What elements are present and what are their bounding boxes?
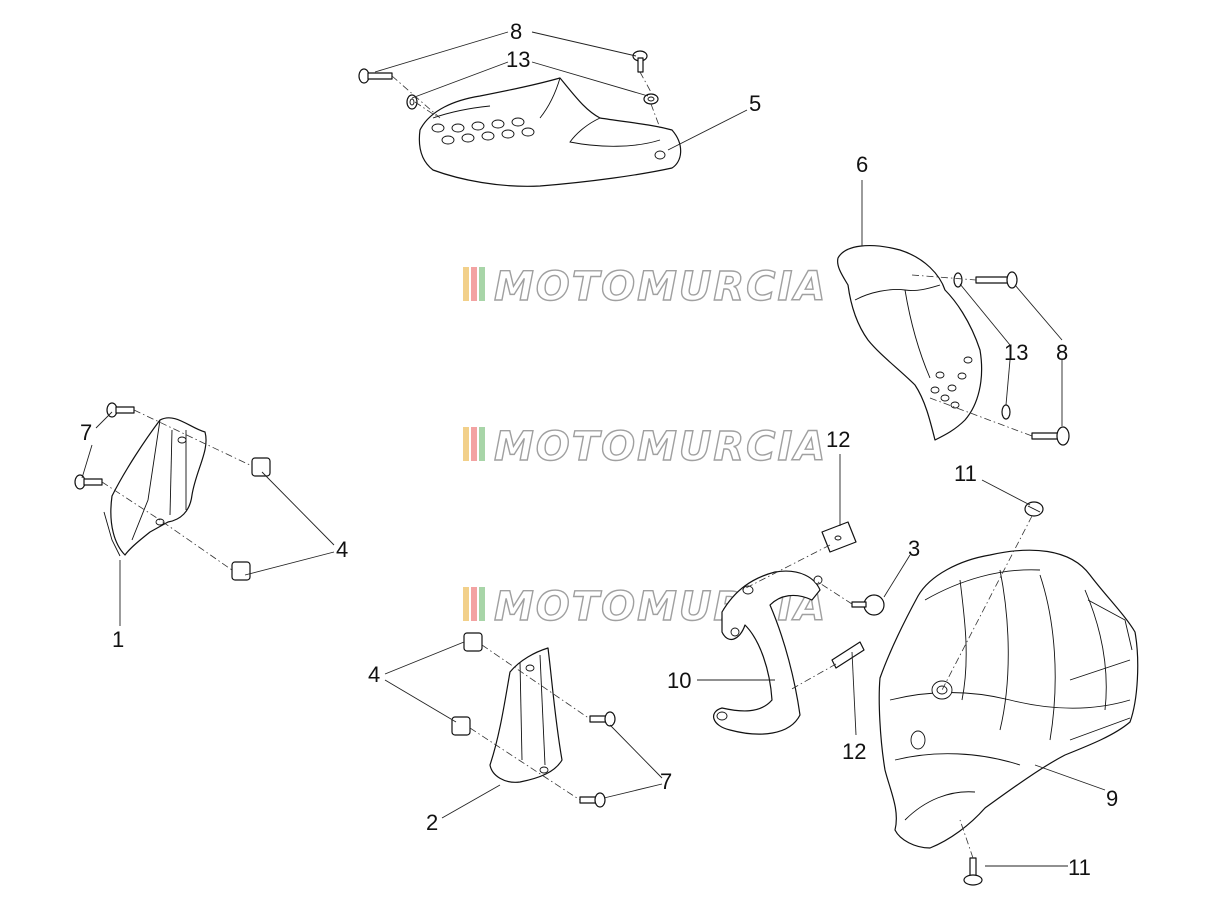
svg-text:MOTOMURCIA: MOTOMURCIA — [494, 424, 827, 470]
fastener-11-bottom — [963, 857, 983, 886]
callout-4-left: 4 — [336, 537, 348, 562]
callout-11-bottom: 11 — [1068, 855, 1091, 880]
clip-12-bottom — [831, 641, 865, 669]
callout-7-left: 7 — [80, 420, 92, 445]
nut-4-bottom-lower — [451, 716, 471, 736]
screw-8-right-bottom — [1031, 426, 1070, 446]
callout-3: 3 — [908, 536, 920, 561]
watermark-middle: MOTOMURCIA — [463, 423, 827, 471]
screw-7-left-top — [106, 402, 135, 418]
fastener-11-top — [1024, 501, 1044, 517]
clip-12-top — [821, 521, 857, 553]
callout-11-top: 11 — [954, 461, 977, 486]
washer-13-right-top — [953, 272, 963, 288]
watermark-top: MOTOMURCIA — [463, 263, 827, 311]
screw-8-top-right — [632, 50, 648, 73]
callout-13-right: 13 — [1004, 340, 1028, 365]
screw-8-right-top — [975, 271, 1018, 289]
screw-7-bottom-lower — [579, 792, 606, 808]
svg-text:MOTOMURCIA: MOTOMURCIA — [494, 264, 827, 310]
callout-8-right: 8 — [1056, 340, 1068, 365]
callout-12-top: 12 — [826, 427, 850, 452]
nut-4-left-upper — [251, 457, 271, 477]
callout-12-bottom: 12 — [842, 739, 866, 764]
callout-2: 2 — [426, 810, 438, 835]
callout-1: 1 — [112, 627, 124, 652]
callout-8-top: 8 — [510, 19, 522, 44]
part-1-bracket-left — [103, 417, 207, 557]
part-5-heat-shield-upper — [418, 77, 682, 187]
part-2-bracket-lower — [489, 647, 563, 783]
callout-4-bottom: 4 — [368, 662, 380, 687]
leader-lines — [81, 31, 1106, 867]
washer-13-right-bottom — [1001, 404, 1011, 420]
part-10-bracket — [713, 570, 823, 735]
pin-3 — [851, 594, 885, 616]
screw-7-bottom-upper — [589, 711, 616, 727]
callout-13-top: 13 — [506, 47, 530, 72]
nut-4-bottom-upper — [463, 632, 483, 652]
part-9-engine-cover — [878, 549, 1139, 849]
callout-7-bottom: 7 — [660, 769, 672, 794]
callout-6: 6 — [856, 152, 868, 177]
nut-4-left-lower — [231, 561, 251, 581]
callout-9: 9 — [1106, 786, 1118, 811]
callout-5: 5 — [749, 91, 761, 116]
callout-10: 10 — [667, 668, 691, 693]
screw-8-top-left — [358, 68, 393, 84]
washer-13-top-left — [406, 94, 418, 110]
screw-7-left-bottom — [74, 474, 103, 490]
